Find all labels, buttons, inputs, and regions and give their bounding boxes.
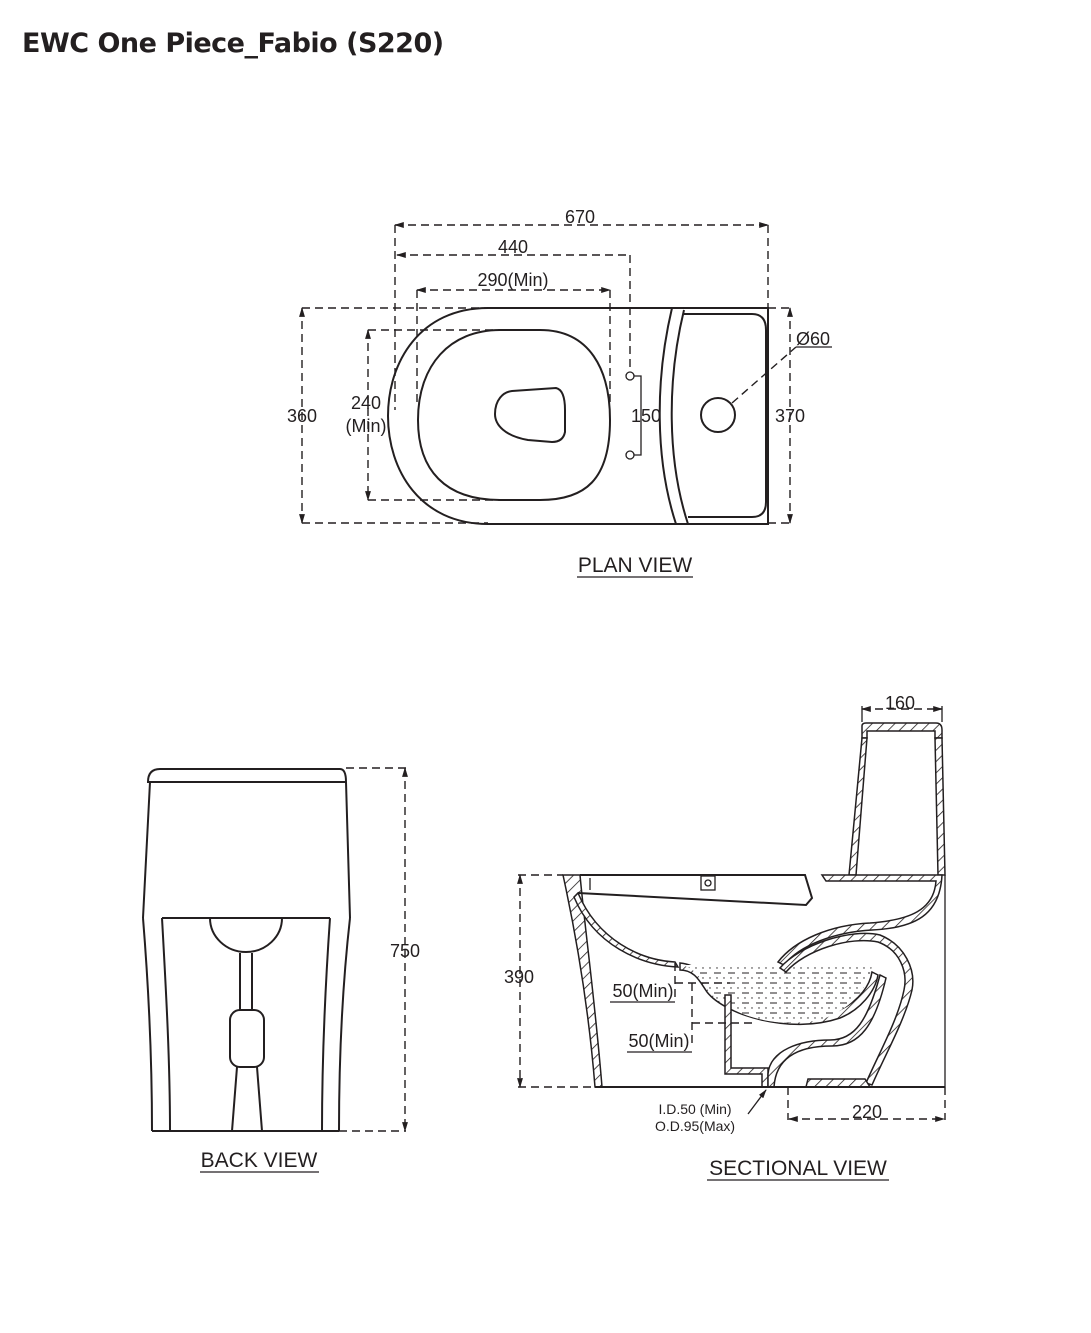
dim-water-seal-upper: 50(Min) [612, 981, 673, 1001]
sectional-view-label: SECTIONAL VIEW [709, 1157, 887, 1180]
dim-rough-in: 220 [852, 1102, 882, 1122]
tank-hole [700, 397, 736, 433]
back-view-label: BACK VIEW [201, 1149, 318, 1172]
dim-seat-opening-width-note: (Min) [346, 416, 387, 436]
sectional-view: 160 390 50(Min) 50(Min) I.D.50 (Min) O.D… [504, 693, 946, 1181]
dim-water-seal-lower: 50(Min) [628, 1031, 689, 1051]
dim-overall-width-right: 370 [775, 406, 805, 426]
dim-outlet-inner-diameter: I.D.50 (Min) [658, 1101, 731, 1117]
dim-outlet-outer-diameter: O.D.95(Max) [655, 1118, 735, 1134]
plan-view-label: PLAN VIEW [578, 554, 693, 577]
plan-view: 670 440 290(Min) 240 (Min) 360 370 150 Ø… [287, 207, 832, 578]
dim-seat-opening-width: 240 [351, 393, 381, 413]
dim-rim-height: 390 [504, 967, 534, 987]
dim-tank-width: 160 [885, 693, 915, 713]
drawing-title: EWC One Piece_Fabio (S220) [22, 28, 444, 59]
dim-overall-length: 670 [565, 207, 595, 227]
dim-bowl-length: 440 [498, 237, 528, 257]
dim-seat-hole-spacing: 150 [631, 406, 661, 426]
dim-tank-hole-diameter: Ø60 [796, 329, 830, 349]
plan-bowl-outline [386, 307, 769, 525]
dim-overall-width-left: 360 [287, 406, 317, 426]
back-view: 750 BACK VIEW [142, 767, 420, 1173]
dim-overall-height: 750 [390, 941, 420, 961]
dim-seat-opening-length: 290(Min) [477, 270, 548, 290]
